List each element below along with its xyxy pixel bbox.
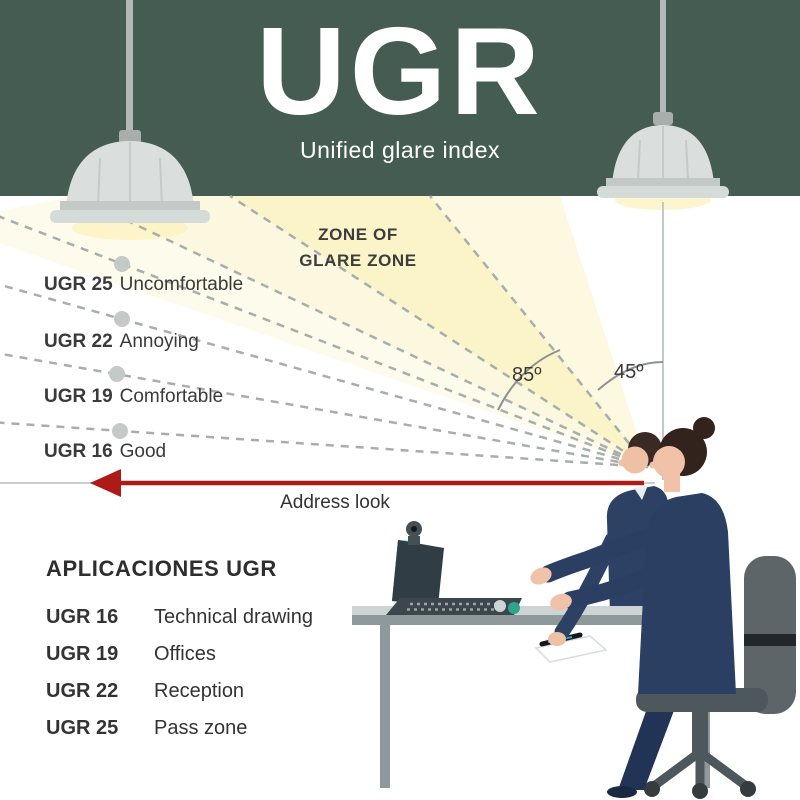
pendant-lamp-left — [50, 0, 210, 223]
paper-and-pen — [534, 632, 608, 663]
angle-arcs — [497, 349, 664, 411]
glare-zone-label-line2: GLARE ZONE — [299, 250, 417, 270]
angle-label-85: 85º — [512, 364, 542, 386]
woman-hair-bun — [693, 417, 715, 439]
scale-label: Comfortable — [119, 386, 224, 407]
applications-label: Pass zone — [154, 717, 248, 739]
glare-zone-label-line1: ZONE OF — [318, 225, 398, 244]
scale-label: Uncomfortable — [119, 274, 244, 295]
applications-row: UGR 22 Reception — [46, 680, 313, 703]
scale-dots — [109, 256, 130, 439]
scale-code: UGR 16 — [44, 441, 113, 462]
scale-row-ugr25: UGR 25 Uncomfortable — [44, 274, 243, 296]
scale-row-ugr19: UGR 19 Comfortable — [44, 386, 223, 408]
applications-row: UGR 25 Pass zone — [46, 717, 313, 740]
workstation-illustration — [352, 417, 796, 799]
page-subtitle: Unified glare index — [299, 136, 500, 163]
angle-label-45: 45º — [614, 361, 644, 383]
scale-row-ugr16: UGR 16 Good — [44, 441, 166, 463]
applications-code: UGR 22 — [46, 680, 119, 702]
scale-label: Annoying — [119, 331, 199, 352]
applications-label: Offices — [154, 643, 216, 665]
applications-row: UGR 19 Offices — [46, 643, 313, 666]
applications-section: APLICACIONES UGR UGR 16 Technical drawing… — [46, 556, 313, 754]
pendant-lamp-right — [597, 0, 729, 198]
scale-label: Good — [119, 441, 167, 462]
applications-code: UGR 25 — [46, 717, 119, 739]
applications-code: UGR 16 — [46, 606, 119, 628]
scale-code: UGR 25 — [44, 274, 113, 295]
applications-row: UGR 16 Technical drawing — [46, 606, 313, 629]
woman-face — [653, 446, 685, 478]
glare-zone-label: ZONE OF GLARE ZONE — [276, 222, 440, 273]
address-look-label: Address look — [280, 492, 390, 513]
address-look-arrow — [90, 469, 644, 497]
applications-code: UGR 19 — [46, 643, 119, 665]
glare-rays — [0, 194, 649, 469]
scale-row-ugr22: UGR 22 Annoying — [44, 331, 199, 353]
applications-label: Reception — [154, 680, 245, 702]
laptop — [386, 521, 522, 615]
page-title: UGR — [256, 3, 544, 141]
man-face — [621, 446, 649, 474]
applications-heading: APLICACIONES UGR — [46, 556, 277, 581]
office-chair — [644, 556, 796, 799]
applications-label: Technical drawing — [154, 606, 313, 628]
header: UGR Unified glare index — [0, 8, 800, 164]
scale-code: UGR 19 — [44, 386, 113, 407]
person-woman — [530, 417, 768, 798]
scale-code: UGR 22 — [44, 331, 113, 352]
